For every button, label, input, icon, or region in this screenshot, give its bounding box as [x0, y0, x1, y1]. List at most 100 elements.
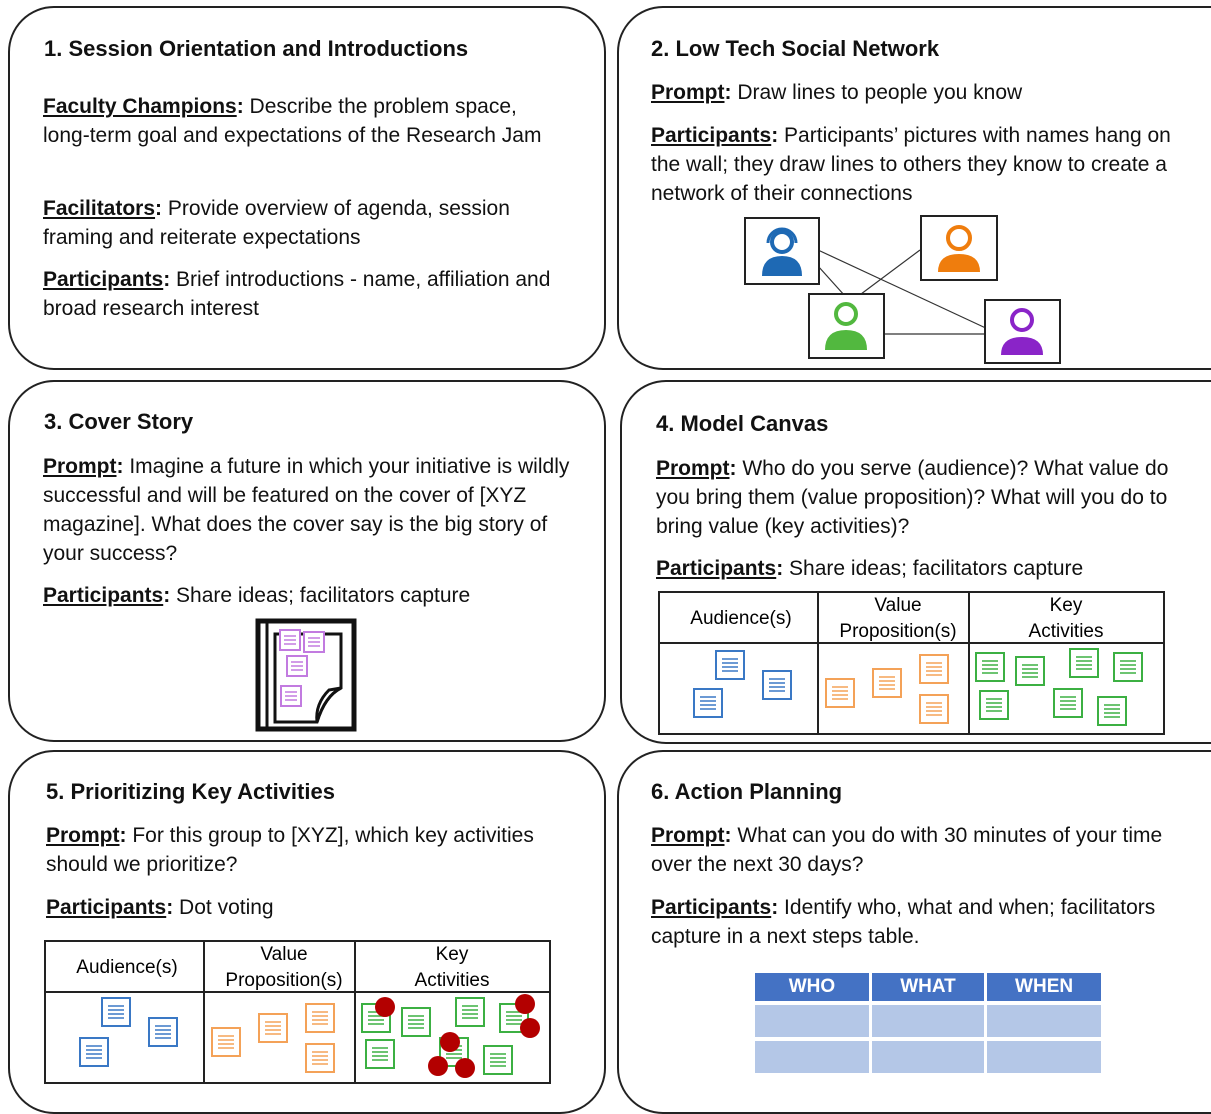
table-header-who: WHO: [755, 973, 872, 1003]
table-row: [755, 1037, 1101, 1073]
faculty-champions-label: Faculty Champions: [43, 95, 237, 118]
sticky-note-icon: [979, 690, 1009, 720]
sticky-note-icon: [975, 652, 1005, 682]
sticky-note-icon: [1015, 656, 1045, 686]
sticky-note-icon: [483, 1045, 513, 1075]
participants-label: Participants: [651, 124, 772, 147]
sticky-note-icon: [365, 1039, 395, 1069]
sticky-note-icon: [1053, 688, 1083, 718]
card-1-faculty-champions: Faculty Champions: Describe the problem …: [43, 95, 542, 147]
facilitators-text: Provide overview of agenda, session fram…: [43, 197, 510, 249]
card-6-prompt: Prompt: What can you do with 30 minutes …: [651, 824, 1163, 876]
social-network-diagram: [744, 215, 1061, 364]
card-1-participants: Participants: Brief introductions - name…: [43, 268, 551, 320]
sticky-note-icon: [919, 654, 949, 684]
model-canvas-table: Audience(s) Value Proposition(s) Key Act…: [658, 591, 1165, 735]
sticky-note-icon: [258, 1013, 288, 1043]
person-icon: [984, 299, 1061, 364]
card-4-title: 4. Model Canvas: [656, 411, 829, 436]
vote-dot: [455, 1058, 475, 1078]
card-5-participants: Participants: Dot voting: [46, 896, 274, 919]
col-value-2: Proposition(s): [225, 970, 342, 991]
col-value-1: Value: [260, 944, 307, 965]
magazine-icon: [255, 618, 357, 732]
sticky-note-icon: [825, 678, 855, 708]
sticky-note-icon: [455, 997, 485, 1027]
card-4-participants: Participants: Share ideas; facilitators …: [656, 557, 1084, 580]
card-session-orientation: [8, 6, 606, 370]
participants-text: Identify who, what and when; facilitator…: [651, 896, 1156, 948]
card-6-title: 6. Action Planning: [651, 779, 843, 804]
card-2-prompt: Prompt: Draw lines to people you know: [651, 81, 1023, 104]
col-key-2: Activities: [415, 970, 490, 991]
participants-label: Participants: [43, 268, 164, 291]
sticky-note-icon: [148, 1017, 178, 1047]
col-audience: Audience(s): [76, 957, 177, 978]
participants-label: Participants: [651, 896, 772, 919]
prompt-text: Draw lines to people you know: [731, 81, 1023, 104]
prompt-label: Prompt: [651, 824, 725, 847]
person-icon: [808, 293, 885, 359]
participants-text: Share ideas; facilitators capture: [783, 557, 1084, 580]
sticky-note-icon: [305, 1003, 335, 1033]
sticky-note-icon: [211, 1027, 241, 1057]
sticky-note-icon: [762, 670, 792, 700]
sticky-note-icon: [401, 1007, 431, 1037]
prompt-text: What can you do with 30 minutes of your …: [651, 824, 1163, 876]
person-headset-icon: [744, 217, 820, 285]
participants-label: Participants: [46, 896, 167, 919]
card-5-title: 5. Prioritizing Key Activities: [46, 779, 335, 804]
dot-voting-canvas-table: Audience(s) Value Proposition(s) Key Act…: [44, 940, 551, 1084]
card-4-prompt: Prompt: Who do you serve (audience)? Wha…: [656, 457, 1169, 538]
col-value-1: Value: [874, 595, 921, 616]
vote-dot: [428, 1056, 448, 1076]
card-3-participants: Participants: Share ideas; facilitators …: [43, 584, 471, 607]
prompt-label: Prompt: [651, 81, 725, 104]
sticky-note-icon: [693, 688, 723, 718]
card-3-prompt: Prompt: Imagine a future in which your i…: [43, 455, 570, 565]
prompt-label: Prompt: [656, 457, 730, 480]
sticky-note-icon: [872, 668, 902, 698]
sticky-note-icon: [101, 997, 131, 1027]
sticky-note-icon: [715, 650, 745, 680]
card-low-tech-social-network: [617, 6, 1211, 370]
prompt-text: Imagine a future in which your initiativ…: [43, 455, 570, 565]
next-steps-table: WHO WHAT WHEN: [755, 973, 1101, 1073]
card-6-participants: Participants: Identify who, what and whe…: [651, 896, 1156, 948]
table-header-when: WHEN: [985, 973, 1101, 1003]
col-value-2: Proposition(s): [839, 621, 956, 642]
participants-label: Participants: [43, 584, 164, 607]
vote-dot: [440, 1032, 460, 1052]
faculty-champions-text: Describe the problem space, long-term go…: [43, 95, 542, 147]
col-audience: Audience(s): [690, 608, 791, 629]
participants-text: Dot voting: [173, 896, 274, 919]
vote-dot: [520, 1018, 540, 1038]
prompt-label: Prompt: [46, 824, 120, 847]
prompt-label: Prompt: [43, 455, 117, 478]
prompt-text: For this group to [XYZ], which key activ…: [46, 824, 534, 876]
vote-dot: [375, 997, 395, 1017]
prompt-text: Who do you serve (audience)? What value …: [656, 457, 1169, 538]
sticky-note-icon: [1069, 648, 1099, 678]
vote-dot: [515, 994, 535, 1014]
participants-label: Participants: [656, 557, 777, 580]
sticky-note-icon: [919, 694, 949, 724]
sticky-note-icon: [1097, 696, 1127, 726]
person-icon: [920, 215, 998, 281]
participants-text: Brief introductions - name, affiliation …: [43, 268, 551, 320]
participants-text: Participants’ pictures with names hang o…: [651, 124, 1171, 205]
col-key-2: Activities: [1029, 621, 1104, 642]
card-5-prompt: Prompt: For this group to [XYZ], which k…: [46, 824, 534, 876]
card-1-facilitators: Facilitators: Provide overview of agenda…: [43, 197, 510, 249]
sticky-note-icon: [1113, 652, 1143, 682]
col-key-1: Key: [1050, 595, 1083, 616]
card-1-title: 1. Session Orientation and Introductions: [44, 36, 469, 61]
col-key-1: Key: [436, 944, 469, 965]
sticky-note-icon: [79, 1037, 109, 1067]
card-2-participants: Participants: Participants’ pictures wit…: [651, 124, 1171, 205]
table-row: [755, 1001, 1101, 1039]
sticky-note-icon: [305, 1043, 335, 1073]
card-2-title: 2. Low Tech Social Network: [651, 36, 940, 61]
table-header-what: WHAT: [870, 973, 988, 1003]
card-3-title: 3. Cover Story: [44, 409, 194, 434]
